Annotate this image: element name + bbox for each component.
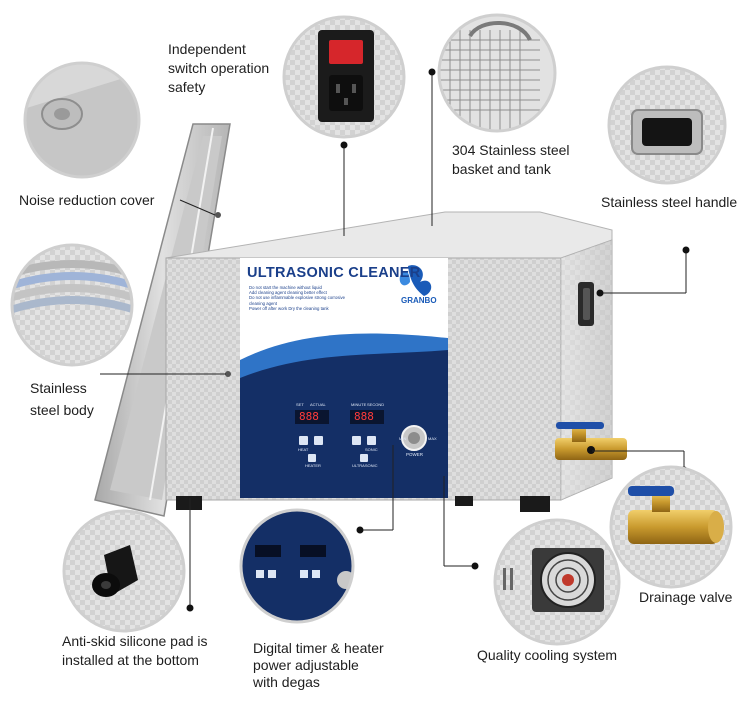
detail-valve-circle	[609, 465, 733, 589]
detail-cover-circle	[23, 61, 141, 179]
detail-switch-circle	[282, 15, 406, 139]
warnings-list: Do not start the machine without liquid …	[249, 285, 359, 311]
callout-cover: Noise reduction cover	[19, 192, 155, 208]
label-set: SET	[296, 402, 304, 407]
callout-handle: Stainless steel handle	[601, 194, 738, 210]
label-ultrasonic: ULTRASONIC	[352, 463, 378, 468]
warning-line: Do not use inflammable explosive strong …	[249, 295, 346, 306]
label-heater: HEATER	[305, 463, 321, 468]
brand-name: GRANBO	[401, 296, 437, 305]
display-right: 888	[354, 410, 374, 423]
callout-cooling: Quality cooling system	[477, 647, 618, 663]
warning-line: Power off after work Dry the cleaning ta…	[249, 305, 329, 311]
display-left: 888	[299, 410, 319, 423]
callout-pad: Anti-skid silicone pad is installed at t…	[62, 633, 208, 668]
label-max: MAX	[428, 436, 437, 441]
ultrasonic-cleaner-machine	[94, 123, 627, 517]
callout-body: Stainless steel body	[30, 380, 94, 418]
label-power: POWER	[406, 452, 424, 457]
callout-timer: Digital timer & heater power adjustable …	[253, 640, 384, 690]
label-minute: MINUTE	[351, 402, 367, 407]
callout-switch: Independent switch operation safety	[168, 41, 270, 95]
detail-panel-circle	[239, 508, 355, 624]
label-heat: HEAT	[298, 447, 309, 452]
callout-lines	[100, 72, 687, 608]
product-title: ULTRASONIC CLEANER	[247, 265, 421, 281]
callout-valve: Drainage valve	[639, 589, 733, 605]
detail-pad-circle	[62, 509, 186, 633]
warning-line: Add cleaning agent cleaning better effec…	[249, 290, 327, 296]
detail-body-circle	[10, 243, 134, 367]
warning-line: Do not start the machine without liquid	[249, 285, 322, 290]
brand-logo	[399, 265, 432, 296]
detail-handle-circle	[607, 65, 727, 185]
detail-fan-circle	[493, 518, 621, 646]
label-sonic: SONIC	[365, 447, 378, 452]
label-second: SECOND	[367, 402, 385, 407]
detail-basket-circle	[437, 13, 557, 133]
drain-valve	[555, 422, 627, 460]
label-actual: ACTUAL	[310, 402, 326, 407]
label-min: MIN	[399, 436, 407, 441]
callout-basket: 304 Stainless steel basket and tank	[452, 142, 570, 177]
